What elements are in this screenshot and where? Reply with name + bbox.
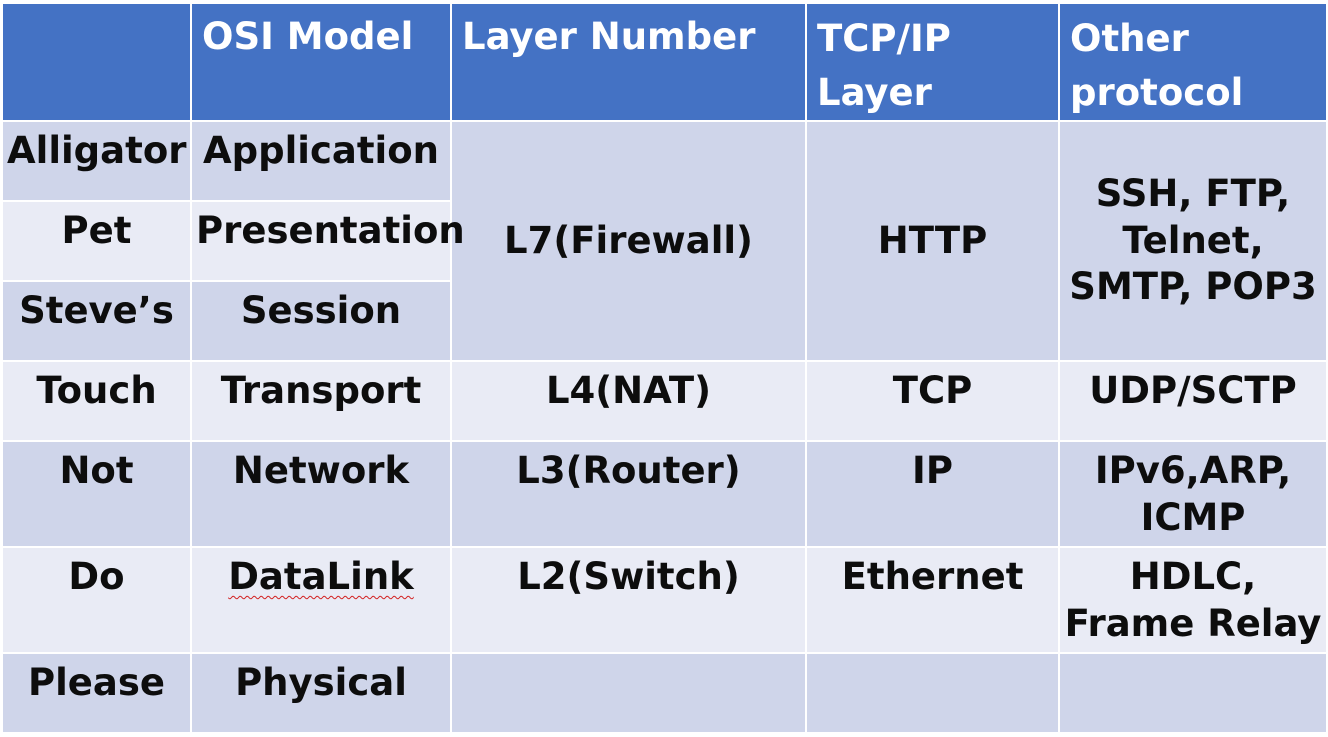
other-protocol-cell: UDP/SCTP	[1058, 360, 1328, 442]
other-protocol-cell: HDLC, Frame Relay	[1058, 546, 1328, 654]
osi-layer-cell: Transport	[190, 360, 452, 442]
osi-layer-cell: Application	[190, 120, 452, 202]
table-row: Pet Presentation	[1, 200, 1327, 282]
osi-layer-cell: DataLink	[190, 546, 452, 654]
other-protocol-cell: IPv6,ARP, ICMP	[1058, 440, 1328, 548]
table-row: Alligator Application L7(Firewall) HTTP …	[1, 120, 1328, 362]
table-row: Do DataLink L2(Switch) Ethernet HDLC, Fr…	[1, 546, 1328, 654]
header-other-protocol: Other protocol	[1058, 2, 1328, 122]
header-corner	[1, 2, 192, 122]
mnemonic-cell: Steve’s	[1, 280, 192, 362]
osi-layer-cell: Session	[190, 280, 452, 362]
header-osi-model: OSI Model	[190, 2, 452, 122]
layer-number-cell	[450, 652, 807, 734]
header-row: OSI Model Layer Number TCP/IP Layer Othe…	[1, 2, 1328, 122]
tcpip-layer-cell: Ethernet	[805, 546, 1060, 654]
layer-number-cell: L3(Router)	[450, 440, 807, 548]
layer-number-cell: L4(NAT)	[450, 360, 807, 442]
osi-layer-cell: Physical	[190, 652, 452, 734]
layer-number-cell: L2(Switch)	[450, 546, 807, 654]
other-protocol-cell	[1058, 652, 1328, 734]
mnemonic-cell: Do	[1, 546, 192, 654]
tcpip-layer-cell: TCP	[805, 360, 1060, 442]
table-row: Steve’s Session	[1, 280, 1327, 362]
other-protocol-cell: SSH, FTP, Telnet, SMTP, POP3	[1058, 120, 1328, 362]
header-layer-number: Layer Number	[450, 2, 807, 122]
osi-layer-cell: Network	[190, 440, 452, 548]
tcpip-layer-cell: IP	[805, 440, 1060, 548]
tcpip-layer-cell	[805, 652, 1060, 734]
mnemonic-cell: Not	[1, 440, 192, 548]
table-row: Not Network L3(Router) IP IPv6,ARP, ICMP	[1, 440, 1328, 548]
layer-number-cell: L7(Firewall)	[450, 120, 807, 362]
table-row: Touch Transport L4(NAT) TCP UDP/SCTP	[1, 360, 1328, 442]
header-tcpip-layer: TCP/IP Layer	[805, 2, 1060, 122]
mnemonic-cell: Touch	[1, 360, 192, 442]
osi-layer-cell: Presentation	[190, 200, 465, 282]
mnemonic-cell: Alligator	[1, 120, 192, 202]
spellcheck-underlined-text: DataLink	[228, 555, 414, 598]
table-row: Please Physical	[1, 652, 1328, 734]
mnemonic-cell: Please	[1, 652, 192, 734]
tcpip-layer-cell: HTTP	[805, 120, 1060, 362]
mnemonic-cell: Pet	[1, 200, 192, 282]
